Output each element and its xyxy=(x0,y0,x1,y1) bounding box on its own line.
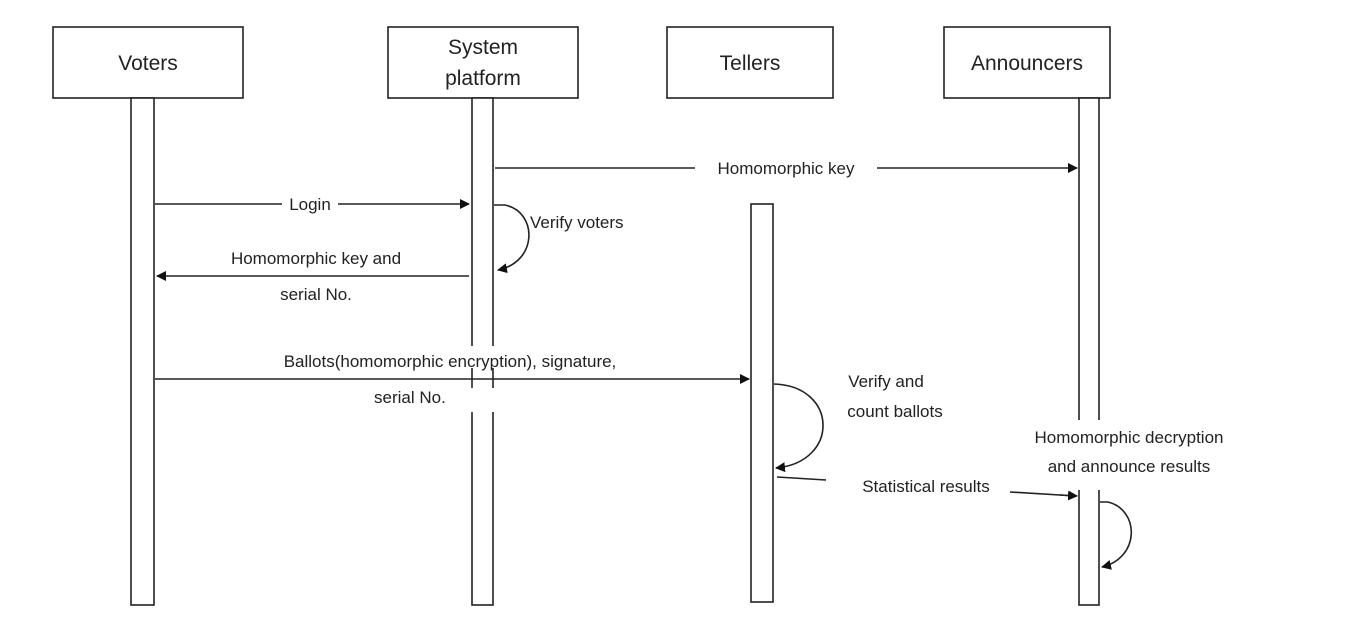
participant-label-system-line1: System xyxy=(448,36,518,59)
participant-tellers: Tellers xyxy=(666,26,834,99)
activation-bar-voters xyxy=(130,97,155,606)
message-label: Statistical results xyxy=(862,477,990,496)
message-label-line2: count ballots xyxy=(847,402,942,421)
message-label-line2: serial No. xyxy=(280,285,352,304)
message-label-line1: Verify and xyxy=(848,372,924,391)
message-label-line1: Homomorphic key and xyxy=(231,249,401,268)
participant-box-voters xyxy=(52,26,244,99)
message-label-line1: Homomorphic decryption xyxy=(1035,428,1224,447)
message-arrow xyxy=(1059,490,1078,501)
participant-box-tellers xyxy=(666,26,834,99)
message-label-line2: serial No. xyxy=(374,388,446,407)
message-login: Login xyxy=(155,192,470,214)
message-statistical-results: Statistical results xyxy=(776,476,1078,501)
message-key-and-serial: Homomorphic key and serial No. xyxy=(156,249,469,304)
participant-box-announcers xyxy=(943,26,1111,99)
activation-bar-announcers xyxy=(1078,97,1100,606)
participant-label-announcers: Announcers xyxy=(971,52,1083,75)
label-background xyxy=(695,156,877,178)
message-label-line1: Ballots(homomorphic encryption), signatu… xyxy=(284,352,617,371)
self-loop-arrow xyxy=(1100,501,1133,570)
label-background xyxy=(470,346,496,368)
activation-bar-tellers xyxy=(750,203,774,603)
message-label: Login xyxy=(289,195,331,214)
message-label: Verify voters xyxy=(530,213,624,232)
label-background xyxy=(282,192,338,214)
message-verify-count: Verify and count ballots xyxy=(773,372,943,473)
participant-label-tellers: Tellers xyxy=(720,52,781,75)
participant-voters: Voters xyxy=(52,26,244,99)
message-ballots: Ballots(homomorphic encryption), signatu… xyxy=(155,346,750,412)
message-label: Homomorphic key xyxy=(718,159,855,178)
participant-box-system-platform xyxy=(387,26,579,99)
participant-announcers: Announcers xyxy=(943,26,1111,99)
message-decrypt-announce: Homomorphic decryption and announce resu… xyxy=(1035,420,1224,570)
participant-system-platform: System platform xyxy=(387,26,579,99)
self-loop-arrow xyxy=(773,383,824,473)
label-background xyxy=(1070,420,1106,490)
message-label-line2: and announce results xyxy=(1048,457,1211,476)
self-loop-arrow xyxy=(494,204,530,274)
label-background xyxy=(470,388,496,412)
message-verify-voters: Verify voters xyxy=(494,204,624,274)
participant-label-voters: Voters xyxy=(118,52,178,75)
message-homomorphic-key: Homomorphic key xyxy=(495,156,1078,178)
participant-label-system-line2: platform xyxy=(445,67,521,90)
